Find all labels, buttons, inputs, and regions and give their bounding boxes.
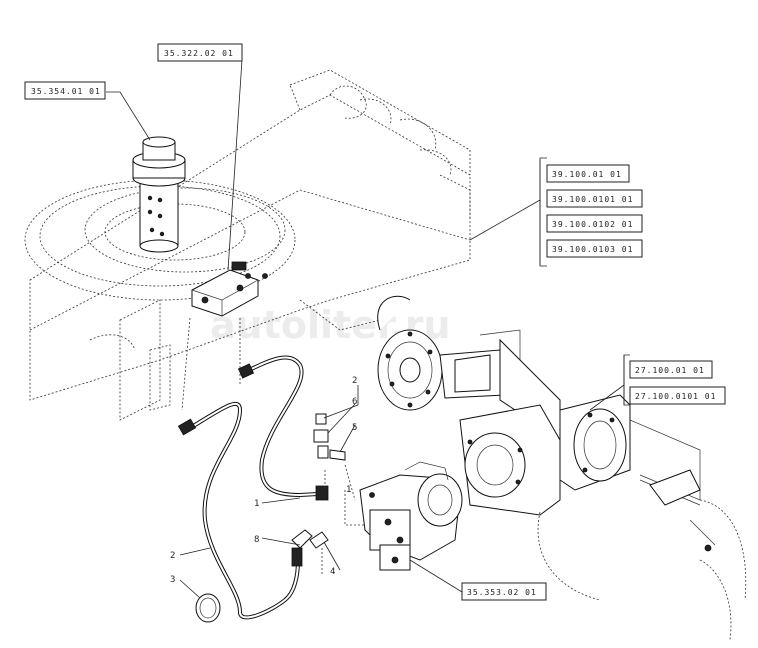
ref-label-39-100-0103-01: 39.100.0103 01 (552, 245, 633, 254)
ref-box-35-353-02-01[interactable]: 35.353.02 01 (461, 582, 547, 601)
ref-box-39-100-0102-01[interactable]: 39.100.0102 01 (546, 214, 643, 233)
callout-1-top: 1 (254, 499, 259, 509)
ref-label-35-322-02-01: 35.322.02 01 (164, 49, 234, 58)
ref-label-39-100-0101-01: 39.100.0101 01 (552, 195, 633, 204)
hose-fittings (177, 363, 329, 567)
brake-valve-block (191, 261, 268, 317)
connection-lines (181, 317, 365, 575)
chassis-frame (29, 69, 471, 421)
ref-label-27-100-0101-01: 27.100.0101 01 (635, 392, 716, 401)
rotary-coupling (132, 136, 186, 253)
callout-3: 3 (170, 575, 175, 585)
callout-4: 4 (330, 567, 335, 577)
axle-assembly (377, 295, 747, 641)
hose-2 (188, 402, 300, 620)
fittings (195, 413, 346, 623)
hose-1 (244, 355, 319, 498)
ref-label-39-100-01-01: 39.100.01 01 (552, 170, 622, 179)
callout-5: 5 (352, 423, 357, 433)
callout-6: 6 (352, 397, 357, 407)
ref-box-35-322-02-01[interactable]: 35.322.02 01 (157, 43, 243, 62)
ref-box-27-100-01-01[interactable]: 27.100.01 01 (629, 360, 713, 379)
ref-group-27-100: 27.100.01 01 27.100.0101 01 (623, 354, 726, 406)
callout-1-mid: 1 (346, 485, 351, 495)
callout-2-top: 2 (352, 376, 357, 386)
callout-8: 8 (254, 535, 259, 545)
ref-label-35-353-02-01: 35.353.02 01 (467, 588, 537, 597)
ref-box-39-100-0101-01[interactable]: 39.100.0101 01 (546, 189, 643, 208)
ref-box-39-100-0103-01[interactable]: 39.100.0103 01 (546, 239, 643, 258)
ref-label-27-100-01-01: 27.100.01 01 (635, 366, 705, 375)
callout-2-bottom: 2 (170, 551, 175, 561)
ref-label-39-100-0102-01: 39.100.0102 01 (552, 220, 633, 229)
ref-box-39-100-01-01[interactable]: 39.100.01 01 (546, 164, 630, 183)
hydraulic-motor (359, 461, 463, 571)
ref-group-39-100: 39.100.01 01 39.100.0101 01 39.100.0102 … (539, 157, 643, 267)
ref-box-27-100-0101-01[interactable]: 27.100.0101 01 (629, 386, 726, 405)
ref-box-35-354-01-01[interactable]: 35.354.01 01 (24, 81, 106, 100)
ref-label-35-354-01-01: 35.354.01 01 (31, 87, 101, 96)
